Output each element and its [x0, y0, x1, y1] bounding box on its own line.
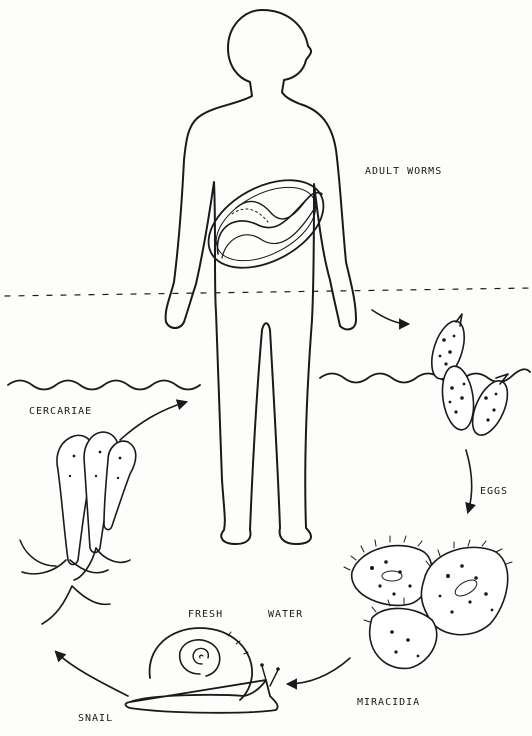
label-snail: SNAIL	[78, 713, 113, 724]
label-cercariae: CERCARIAE	[29, 406, 92, 417]
dashed-horizon-line	[5, 288, 532, 296]
cercariae-drawing	[20, 432, 136, 624]
label-water: WATER	[268, 609, 303, 620]
label-adult-worms: ADULT WORMS	[365, 166, 442, 177]
eggs-drawing	[425, 314, 514, 440]
arrow-adult-to-eggs	[372, 310, 408, 324]
arrow-cercariae-to-human	[120, 402, 186, 440]
arrow-miracidia-to-snail	[288, 658, 350, 684]
human-silhouette	[166, 10, 356, 544]
miracidia-drawing	[344, 536, 512, 668]
label-eggs: EGGS	[480, 486, 508, 497]
arrow-eggs-to-miracidia	[466, 450, 472, 512]
label-miracidia: MIRACIDIA	[357, 697, 420, 708]
snail-drawing	[126, 628, 280, 713]
label-fresh: FRESH	[188, 609, 223, 620]
arrow-snail-to-cercariae	[56, 652, 128, 696]
